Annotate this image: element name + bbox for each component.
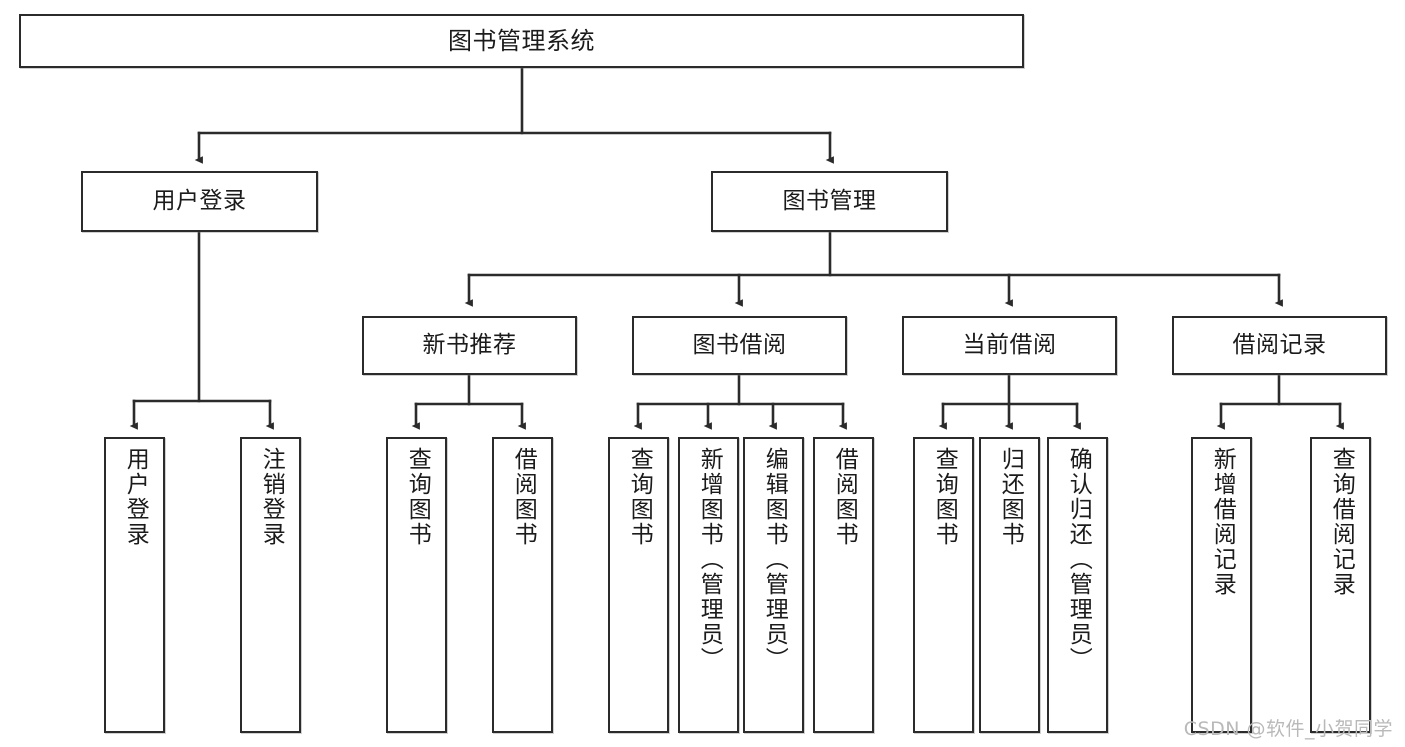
node-new-book-rec-label: 新书推荐 xyxy=(422,331,517,358)
node-leaf-edit-book[interactable]: 编辑图书（管理员） xyxy=(743,437,804,733)
node-leaf-query-book-b-label: 查询图书 xyxy=(626,447,653,547)
node-leaf-query-record[interactable]: 查询借阅记录 xyxy=(1310,437,1371,733)
node-root[interactable]: 图书管理系统 xyxy=(19,14,1024,68)
node-book-borrow[interactable]: 图书借阅 xyxy=(632,316,847,375)
watermark: CSDN @软件_小贺同学 xyxy=(1183,718,1393,740)
node-leaf-query-book-a-label: 查询图书 xyxy=(404,447,431,547)
node-leaf-query-book-b[interactable]: 查询图书 xyxy=(608,437,669,733)
node-leaf-logout-label: 注销登录 xyxy=(258,447,285,547)
node-new-book-rec[interactable]: 新书推荐 xyxy=(362,316,577,375)
node-current-borrow-label: 当前借阅 xyxy=(962,331,1057,358)
node-leaf-add-record[interactable]: 新增借阅记录 xyxy=(1191,437,1252,733)
node-leaf-confirm-return[interactable]: 确认归还（管理员） xyxy=(1047,437,1108,733)
node-leaf-user-login-label: 用户登录 xyxy=(122,447,149,547)
node-book-manage[interactable]: 图书管理 xyxy=(711,171,948,232)
node-leaf-user-login[interactable]: 用户登录 xyxy=(104,437,165,733)
node-leaf-borrow-book-a[interactable]: 借阅图书 xyxy=(492,437,553,733)
node-root-label: 图书管理系统 xyxy=(448,26,595,55)
node-leaf-borrow-book-a-label: 借阅图书 xyxy=(510,447,537,547)
node-current-borrow[interactable]: 当前借阅 xyxy=(902,316,1117,375)
node-leaf-logout[interactable]: 注销登录 xyxy=(240,437,301,733)
node-borrow-record[interactable]: 借阅记录 xyxy=(1172,316,1387,375)
node-leaf-edit-book-label: 编辑图书（管理员） xyxy=(761,447,788,672)
node-user-login-label: 用户登录 xyxy=(152,187,247,214)
node-book-manage-label: 图书管理 xyxy=(782,187,877,214)
node-borrow-record-label: 借阅记录 xyxy=(1232,331,1327,358)
node-leaf-borrow-book-b-label: 借阅图书 xyxy=(831,447,858,547)
node-book-borrow-label: 图书借阅 xyxy=(692,331,787,358)
node-leaf-borrow-book-b[interactable]: 借阅图书 xyxy=(813,437,874,733)
node-leaf-add-book[interactable]: 新增图书（管理员） xyxy=(678,437,739,733)
node-leaf-add-book-label: 新增图书（管理员） xyxy=(696,447,723,672)
node-leaf-return-book-label: 归还图书 xyxy=(997,447,1024,547)
node-leaf-return-book[interactable]: 归还图书 xyxy=(979,437,1040,733)
node-leaf-query-book-c[interactable]: 查询图书 xyxy=(913,437,974,733)
node-leaf-confirm-return-label: 确认归还（管理员） xyxy=(1065,447,1092,672)
node-leaf-query-record-label: 查询借阅记录 xyxy=(1328,447,1355,597)
node-user-login[interactable]: 用户登录 xyxy=(81,171,318,232)
node-leaf-add-record-label: 新增借阅记录 xyxy=(1209,447,1236,597)
node-leaf-query-book-c-label: 查询图书 xyxy=(931,447,958,547)
node-leaf-query-book-a[interactable]: 查询图书 xyxy=(386,437,447,733)
